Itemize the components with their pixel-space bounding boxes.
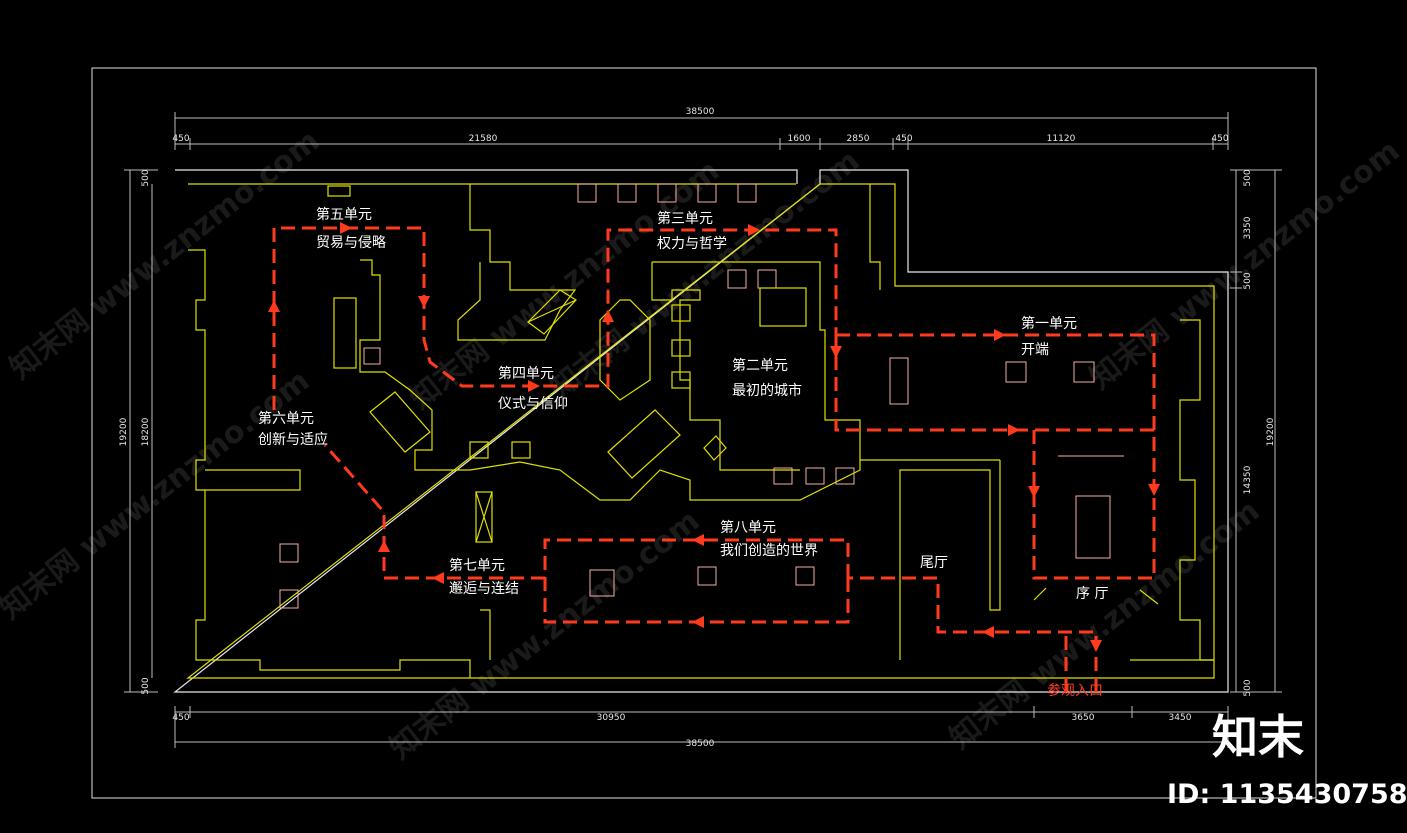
dim-top-seg: 1600 xyxy=(788,134,811,144)
dim-left-outer: 19200 xyxy=(119,417,129,446)
dim-right-seg: 500 xyxy=(1243,169,1253,186)
brand-logo: 知末 xyxy=(1212,710,1304,764)
watermark-text: 知末网 www.znzmo.com xyxy=(3,123,326,386)
unit-8-title: 第八单元 xyxy=(720,519,776,536)
dim-top-seg: 11120 xyxy=(1047,134,1076,144)
unit-5-title: 第五单元 xyxy=(316,206,372,223)
dim-bottom-seg: 30950 xyxy=(597,713,626,723)
dim-top-seg: 450 xyxy=(895,134,912,144)
dim-bottom-total: 38500 xyxy=(686,739,715,749)
dim-bottom-seg: 3450 xyxy=(1169,713,1192,723)
unit-3-title: 第三单元 xyxy=(657,210,713,227)
preface-hall-label: 序 厅 xyxy=(1076,586,1108,602)
unit-2-title: 第二单元 xyxy=(732,357,788,374)
unit-7-title: 第七单元 xyxy=(449,557,505,574)
dim-left-inner: 18200 xyxy=(141,417,151,446)
unit-8-subtitle: 我们创造的世界 xyxy=(720,543,818,559)
dim-right-seg: 500 xyxy=(1243,272,1253,289)
unit-7-subtitle: 邂逅与连结 xyxy=(449,581,519,597)
unit-6-subtitle: 创新与适应 xyxy=(258,431,328,448)
exhibit-furniture xyxy=(279,183,1159,609)
dimension-lines xyxy=(124,112,1282,748)
dim-right-seg: 3350 xyxy=(1243,216,1253,239)
dim-top-seg: 21580 xyxy=(469,134,498,144)
dim-left-top: 500 xyxy=(141,169,151,186)
dim-top-total: 38500 xyxy=(686,107,715,117)
unit-4-title: 第四单元 xyxy=(498,365,554,382)
dim-right-seg: 500 xyxy=(1243,679,1253,696)
watermark-text: 知末网 www.znzmo.com xyxy=(0,363,316,626)
route-arrows xyxy=(268,222,1160,652)
image-id-label: ID: 1135430758 xyxy=(1167,779,1407,810)
dim-top-seg: 2850 xyxy=(847,134,870,144)
unit-5-subtitle: 贸易与侵略 xyxy=(316,234,386,251)
dim-right-seg: 14350 xyxy=(1243,465,1253,494)
tail-hall-label: 尾厅 xyxy=(920,555,948,571)
unit-6-title: 第六单元 xyxy=(258,410,314,427)
dim-right-outer: 19200 xyxy=(1266,417,1276,446)
interior-walls xyxy=(186,183,1215,679)
dim-left-bottom: 500 xyxy=(141,677,151,694)
dim-top-seg: 450 xyxy=(1211,134,1228,144)
unit-1-subtitle: 开端 xyxy=(1021,342,1049,358)
unit-4-subtitle: 仪式与信仰 xyxy=(498,396,568,412)
dim-bottom-seg: 3650 xyxy=(1072,713,1095,723)
entrance-label: 参观入口 xyxy=(1047,682,1103,699)
unit-labels: 第一单元 开端 第二单元 最初的城市 第三单元 权力与哲学 第四单元 仪式与信仰… xyxy=(258,206,1108,699)
drawing-frame xyxy=(91,67,1317,799)
dim-top-seg: 450 xyxy=(172,134,189,144)
unit-2-subtitle: 最初的城市 xyxy=(732,382,802,399)
unit-3-subtitle: 权力与哲学 xyxy=(657,236,727,252)
building-outline xyxy=(173,169,1229,693)
dim-bottom-seg: 450 xyxy=(172,713,189,723)
unit-1-title: 第一单元 xyxy=(1021,315,1077,332)
